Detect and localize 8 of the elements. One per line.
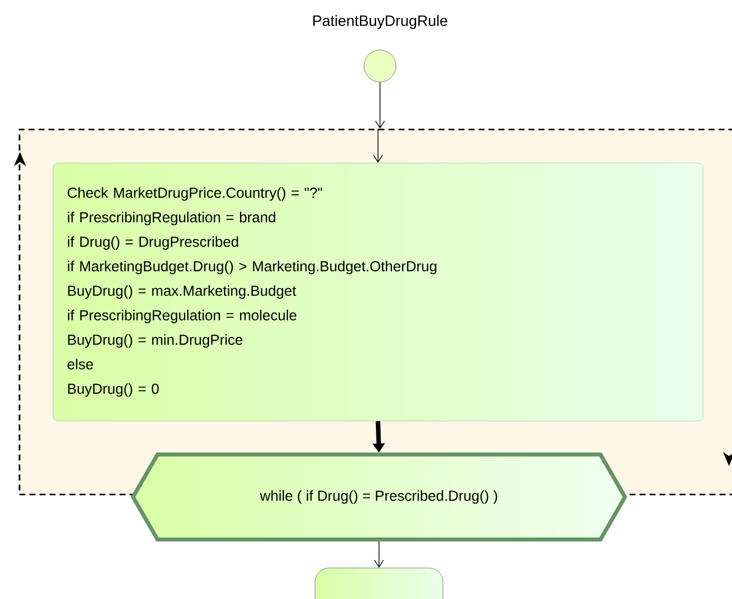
end-box (314, 568, 444, 599)
arrow (374, 541, 384, 568)
arrow (373, 128, 383, 163)
start-circle (364, 50, 396, 82)
loop-condition-hexagon: while ( if Drug() = Prescribed.Drug() ) (130, 452, 628, 542)
title: PatientBuyDrugRule (313, 15, 448, 29)
arrow (375, 82, 385, 129)
action-box: Check MarketDrugPrice.Country() = "?" if PrescribingRegulation = brand if Drug() = DrugPrescribed if MarketingBudget.Drug() > Marketing.Budget.OtherDrug BuyDrug() = max.Marketing.Budget if PrescribingRegulation = molecule BuyDrug() = min.DrugPrice else BuyDrug() = 0 (52, 162, 704, 422)
